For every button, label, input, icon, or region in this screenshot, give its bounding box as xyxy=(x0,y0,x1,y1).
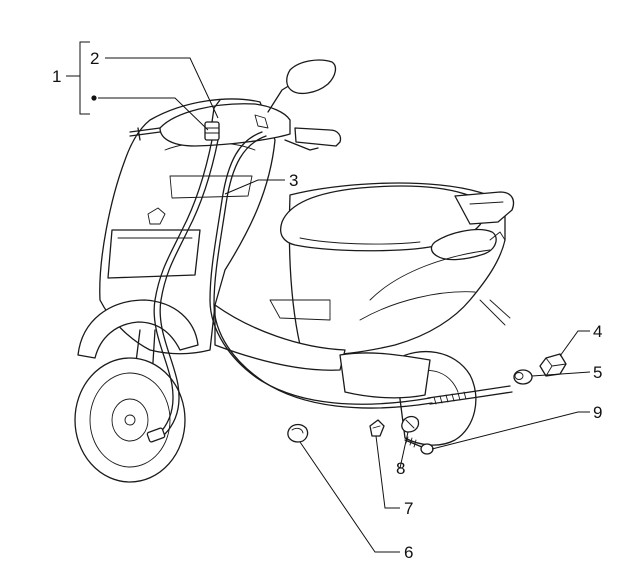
callout-2: 2 xyxy=(90,49,99,68)
front-wheel xyxy=(74,357,186,483)
front-panel xyxy=(107,229,201,279)
leader-4 xyxy=(559,330,590,357)
leader-2 xyxy=(105,57,219,119)
callout-3: 3 xyxy=(289,171,298,190)
part-4-nut xyxy=(539,353,567,377)
leader-5 xyxy=(531,371,591,377)
part-5-bushing xyxy=(513,369,533,385)
leader-8 xyxy=(399,431,409,469)
scooter-illustration xyxy=(74,59,515,483)
part-8-clip xyxy=(401,415,420,433)
cable-fitting-top xyxy=(204,99,221,141)
callout-labels: 1 2 3 4 5 6 7 8 9 xyxy=(52,49,602,562)
callout-5: 5 xyxy=(593,363,602,382)
callout-9: 9 xyxy=(593,403,602,422)
bracket-1 xyxy=(79,41,90,115)
front-fender xyxy=(77,299,199,359)
callout-4: 4 xyxy=(593,322,602,341)
floorboard xyxy=(214,304,346,371)
callout-1: 1 xyxy=(52,67,61,86)
leader-3 xyxy=(224,179,285,195)
right-grip xyxy=(294,127,342,147)
part-6-clip xyxy=(287,423,309,443)
engine-case xyxy=(339,352,431,399)
bullet-dot xyxy=(91,95,97,101)
throttle-cable xyxy=(209,131,433,409)
cable-fitting-bottom xyxy=(146,427,166,443)
leader-6 xyxy=(299,441,400,553)
callout-8: 8 xyxy=(396,459,405,478)
emblem xyxy=(147,207,166,225)
part-7-retainer xyxy=(369,419,385,437)
mirror xyxy=(286,59,337,95)
leader-lines xyxy=(66,41,591,553)
grab-handle xyxy=(430,228,497,261)
part-9-screw xyxy=(404,436,434,455)
cable-adjuster-rear xyxy=(427,385,513,405)
callout-6: 6 xyxy=(404,543,413,562)
rear-rack xyxy=(454,191,515,225)
callout-7: 7 xyxy=(404,499,413,518)
leader-9 xyxy=(431,411,590,450)
speedometer-cable xyxy=(153,139,219,436)
leader-7 xyxy=(375,435,400,509)
leader-bullet xyxy=(98,97,209,131)
